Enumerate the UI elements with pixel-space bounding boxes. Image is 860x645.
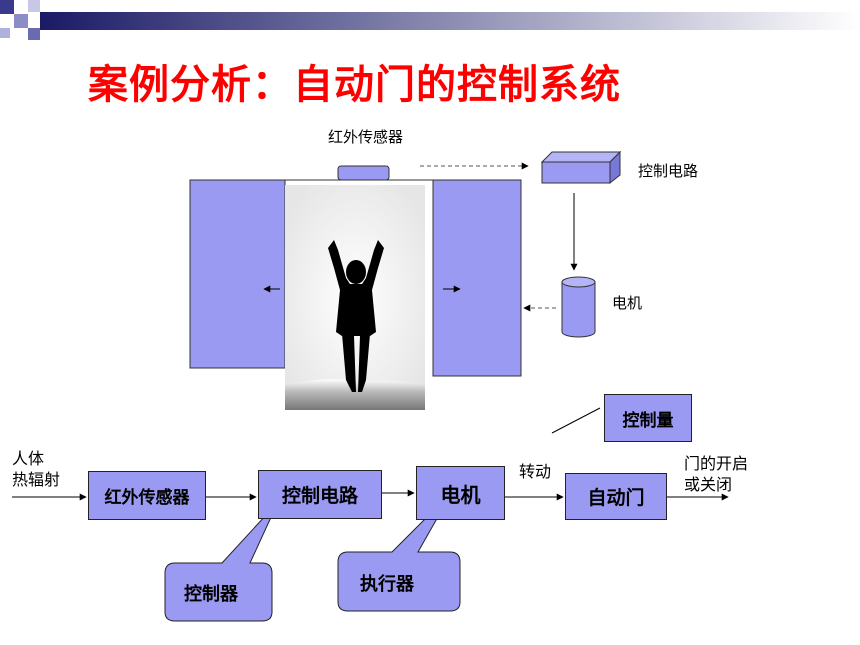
header-square xyxy=(28,28,40,40)
header-decoration xyxy=(0,0,860,50)
controller-callout xyxy=(164,501,279,622)
rotation-label: 转动 xyxy=(519,462,552,481)
left-door xyxy=(189,179,286,369)
controller-callout-label: 控制器 xyxy=(184,584,238,605)
header-square xyxy=(0,0,14,14)
motor-label: 电机 xyxy=(612,294,643,312)
controlled-quantity-pointer xyxy=(551,407,601,434)
controlled-quantity-block: 控制量 xyxy=(604,394,692,442)
header-square xyxy=(14,14,28,28)
control-box-top xyxy=(540,151,622,163)
floor-shadow xyxy=(285,379,425,410)
input-label-line1: 人体 xyxy=(12,449,45,468)
header-gradient-bar xyxy=(40,12,860,30)
motor-bottom xyxy=(561,331,596,338)
automatic-door-block: 自动门 xyxy=(565,473,667,520)
control-circuit-label: 控制电路 xyxy=(638,162,699,180)
page-title: 案例分析：自动门的控制系统 xyxy=(88,62,621,108)
control-box-front xyxy=(541,161,611,184)
motor-top xyxy=(561,276,596,288)
right-door xyxy=(432,179,522,377)
sensor-block: 红外传感器 xyxy=(88,471,206,520)
infrared-sensor xyxy=(337,165,390,181)
actuator-callout xyxy=(337,491,461,612)
motor-body xyxy=(562,282,595,332)
sensor-label: 红外传感器 xyxy=(328,128,404,146)
header-decoration-svg xyxy=(0,0,860,40)
input-label-line2: 热辐射 xyxy=(12,470,61,489)
output-label-line2: 或关闭 xyxy=(684,475,733,494)
motor-block: 电机 xyxy=(416,466,505,520)
actuator-callout-label: 执行器 xyxy=(360,574,414,595)
control-circuit-block: 控制电路 xyxy=(258,470,382,519)
header-square xyxy=(0,28,10,38)
header-square xyxy=(28,0,40,12)
person-silhouette xyxy=(328,240,384,392)
output-label-line1: 门的开启 xyxy=(684,454,749,473)
